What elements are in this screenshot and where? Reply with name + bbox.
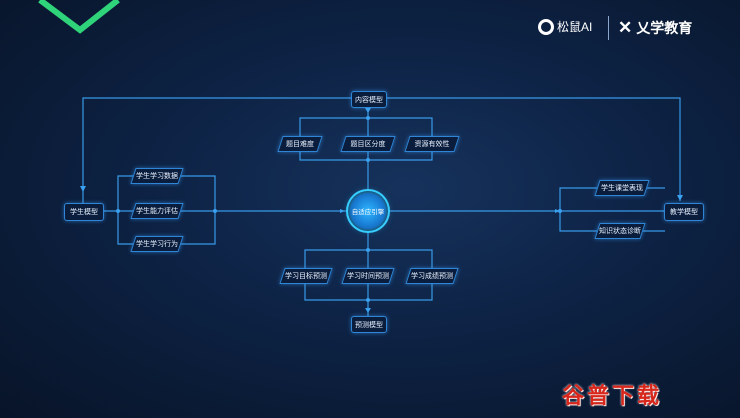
adaptive-engine-hub: 自适应引擎 [350,193,386,229]
yixue-x-icon: ✕ [618,18,633,37]
content-item-resource: 资源有效性 [407,136,457,152]
yixue-logo: ✕ 乂学教育 [618,18,692,38]
student-item-behavior: 学生学习行为 [133,236,181,252]
content-item-discrimination: 题目区分度 [343,136,393,152]
student-item-ability: 学生能力评估 [133,203,181,219]
student-model-node: 学生模型 [64,203,104,221]
predict-item-goal: 学习目标预测 [282,268,330,284]
predict-item-score: 学习成绩预测 [408,268,456,284]
yixue-label: 乂学教育 [636,20,693,36]
content-item-difficulty: 题目难度 [280,136,320,152]
teaching-model-node: 教学模型 [664,203,704,221]
chevron-decoration [38,0,120,34]
watermark-text: 谷普下载 [562,384,663,409]
songshu-ai-logo: 松鼠AI [538,18,592,35]
songshu-ai-label: 松鼠AI [557,20,593,34]
predict-item-time: 学习时间预测 [344,268,392,284]
squirrel-icon [538,18,554,35]
predict-model-node: 预测模型 [351,316,387,333]
teaching-item-diagnosis: 知识状态诊断 [597,223,643,239]
student-item-data: 学生学习数据 [133,168,181,184]
teaching-item-classroom: 学生课堂表现 [597,180,647,196]
content-model-node: 内容模型 [351,91,387,108]
logo-divider [608,16,609,40]
